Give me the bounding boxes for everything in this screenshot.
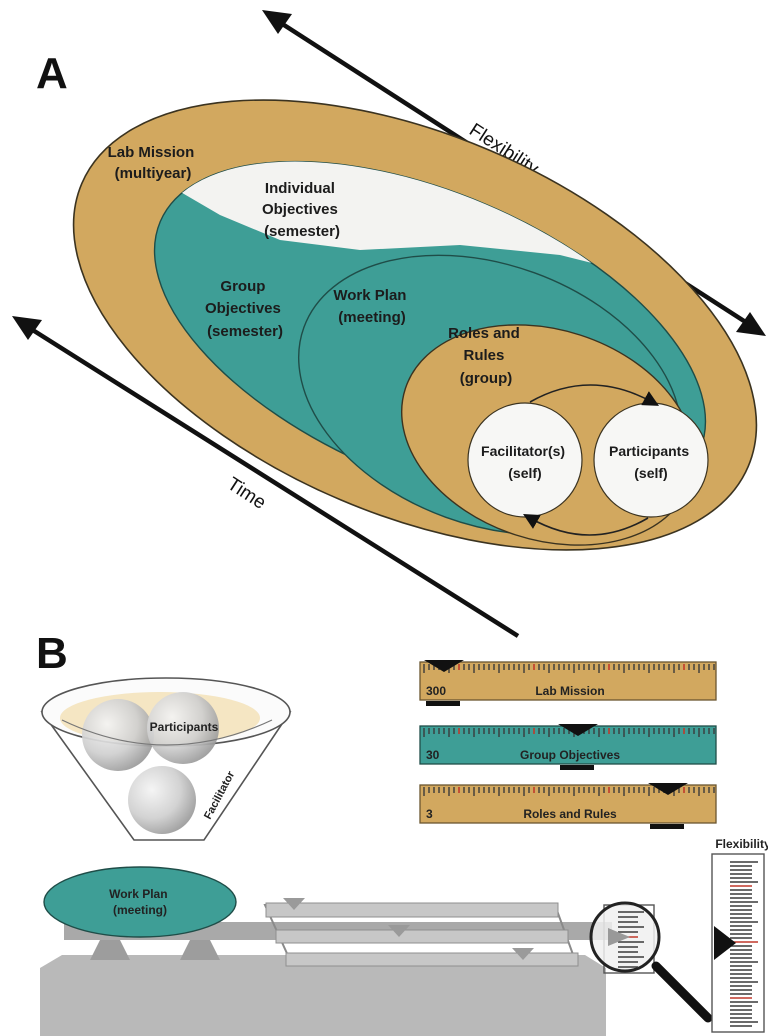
- participant-ball: [147, 692, 219, 764]
- gauge-flexibility-label: Flexibility: [715, 837, 768, 851]
- group-objectives-label: Group Objectives (semester): [205, 278, 285, 340]
- facilitator-to-participants-arrow: [529, 384, 660, 406]
- lab-mission-pointer: [424, 660, 464, 672]
- facilitator-circle: [467, 402, 583, 518]
- lab-mission-scale: 300 Lab Mission: [419, 660, 717, 706]
- group-objectives-scale-value: 30: [426, 748, 440, 762]
- participants-to-facilitator-arrow: [523, 514, 649, 536]
- panel-a-letter: A: [36, 49, 68, 98]
- participant-ball: [128, 766, 196, 834]
- lab-mission-scale-value: 300: [426, 684, 446, 698]
- time-label: Time: [223, 474, 269, 514]
- roles-rules-scale-value: 3: [426, 807, 433, 821]
- group-objectives-marker: [560, 765, 594, 770]
- roles-rules-pointer: [648, 783, 688, 795]
- roles-rules-scale: 3 Roles and Rules: [419, 783, 717, 829]
- work-plan-platform-label: Work Plan (meeting): [109, 887, 171, 917]
- participant-ball: [82, 699, 154, 771]
- lab-mission-label: Lab Mission (multiyear): [108, 144, 199, 182]
- participants-circle: [593, 402, 709, 518]
- group-objectives-scale-name: Group Objectives: [520, 748, 620, 762]
- funnel-participants-label: Participants: [150, 720, 219, 734]
- group-objectives-scale: 30 Group Objectives: [419, 724, 717, 770]
- gauge-ticks: [730, 861, 758, 1027]
- work-plan-label: Work Plan (meeting): [333, 287, 410, 326]
- individual-objectives-label: Individual Objectives (semester): [262, 180, 342, 240]
- work-plan-platform: Work Plan (meeting): [43, 866, 237, 938]
- lab-mission-scale-name: Lab Mission: [535, 684, 604, 698]
- magnifier: [589, 901, 713, 1023]
- lab-mission-marker: [426, 701, 460, 706]
- flexibility-gauge: [711, 853, 765, 1033]
- roles-rules-label: Roles and Rules (group): [448, 325, 524, 387]
- funnel: [40, 677, 292, 841]
- roles-rules-scale-name: Roles and Rules: [523, 807, 617, 821]
- gauge-pointer: [714, 926, 736, 960]
- panel-b-letter: B: [36, 629, 68, 678]
- time-arrow: [12, 316, 520, 638]
- nested-ellipse-diagram: [72, 99, 758, 551]
- group-objectives-pointer: [558, 724, 598, 736]
- roles-rules-marker: [650, 824, 684, 829]
- facilitator-label: Facilitator(s) (self): [481, 443, 569, 481]
- participants-label: Participants (self): [609, 443, 693, 481]
